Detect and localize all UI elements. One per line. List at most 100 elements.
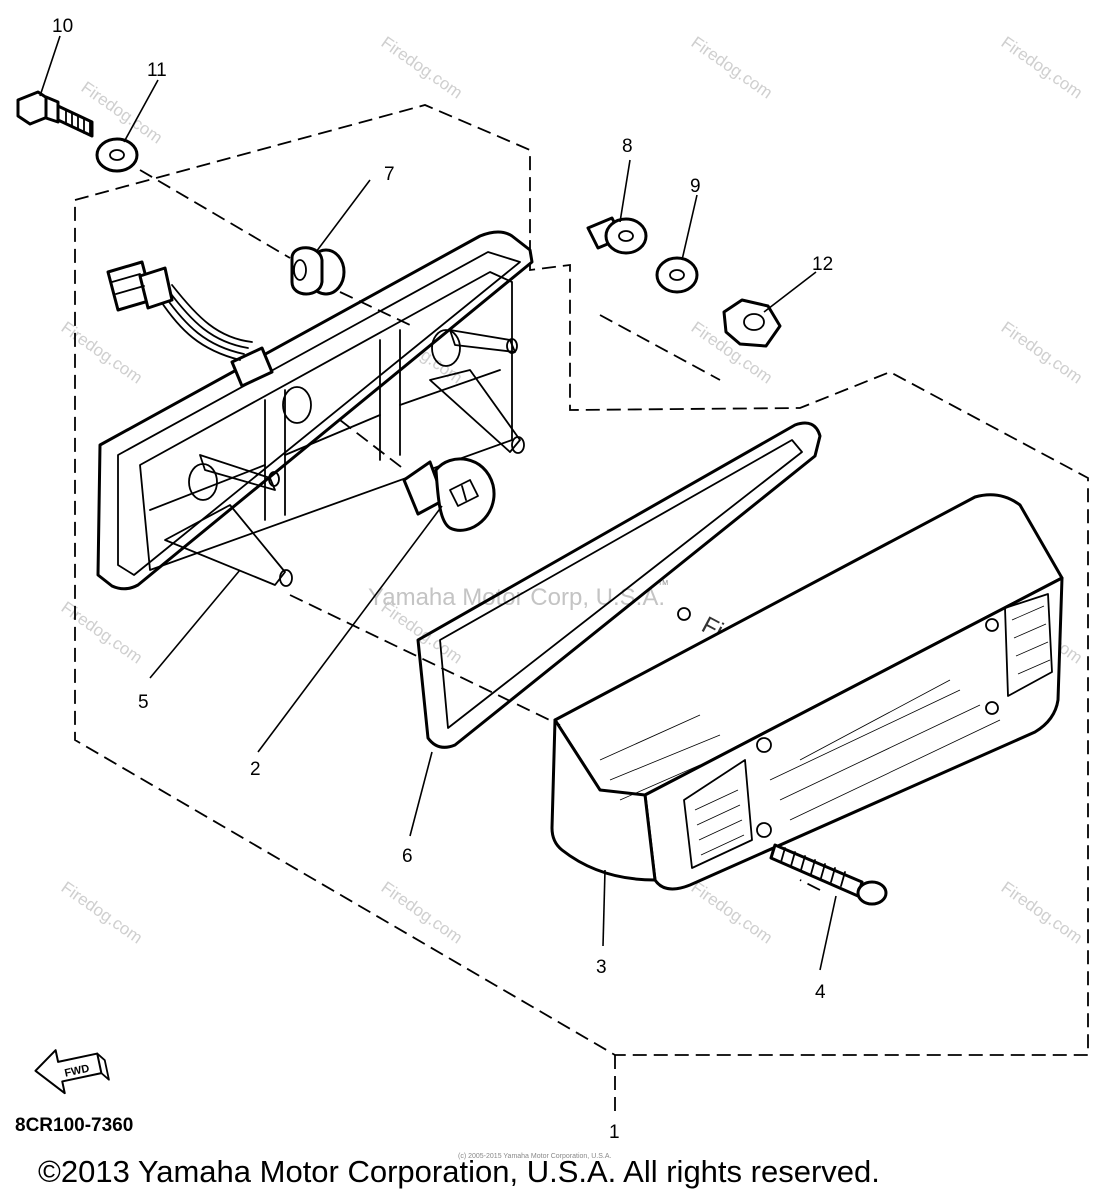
lens-screw-hole bbox=[985, 618, 999, 632]
socket-center bbox=[282, 386, 312, 424]
watermark-text: Firedog.com bbox=[58, 598, 146, 668]
watermark-text: Firedog.com bbox=[998, 878, 1086, 948]
centerline bbox=[599, 314, 721, 381]
callout-6: 6 bbox=[402, 846, 413, 867]
gasket-locator bbox=[677, 607, 691, 621]
washer-hole bbox=[669, 269, 685, 281]
taillight-housing bbox=[96, 230, 534, 591]
watermark-text: Firedog.com bbox=[378, 33, 466, 103]
nut-part bbox=[722, 298, 782, 348]
washer-part bbox=[655, 256, 699, 294]
callout-1: 1 bbox=[609, 1122, 620, 1143]
stud-tip bbox=[268, 471, 280, 487]
housing-divider-1 bbox=[264, 389, 286, 521]
socket-right bbox=[431, 329, 461, 367]
watermark-text: Firedog.com bbox=[998, 33, 1086, 103]
leader-11 bbox=[123, 79, 159, 143]
flange-bolt-part bbox=[16, 90, 94, 138]
assembly-centerlines bbox=[139, 169, 821, 891]
stud-tip bbox=[511, 436, 525, 454]
collar-flange bbox=[604, 217, 648, 255]
copyright-notice: ©2013 Yamaha Motor Corporation, U.S.A. A… bbox=[38, 1154, 880, 1189]
diagram-part-number: 8CR100-7360 bbox=[15, 1115, 133, 1136]
centerline bbox=[339, 419, 406, 471]
leader-9 bbox=[681, 194, 698, 261]
leader-12 bbox=[763, 271, 817, 313]
connector-plug bbox=[138, 266, 174, 310]
lens-screw-hole bbox=[985, 701, 999, 715]
gasket-inner bbox=[439, 439, 803, 729]
wiring-harness bbox=[106, 260, 253, 361]
centerline bbox=[339, 291, 411, 326]
callout-12: 12 bbox=[812, 254, 833, 275]
grommet-part bbox=[290, 246, 346, 296]
gasket-outer bbox=[416, 421, 822, 749]
housing-inner-cavity bbox=[139, 271, 513, 571]
leader-3 bbox=[602, 869, 606, 947]
forward-arrow: FWD bbox=[34, 1049, 110, 1095]
fwd-label: FWD bbox=[63, 1063, 90, 1080]
watermark-text: Firedog.com bbox=[58, 318, 146, 388]
wire-boss bbox=[230, 346, 274, 388]
collar-hole bbox=[618, 230, 634, 242]
washer-outer bbox=[655, 256, 699, 294]
watermark-text: Firedog.com bbox=[58, 878, 146, 948]
lens-reflector-left bbox=[683, 759, 753, 869]
callout-leaders bbox=[39, 35, 837, 971]
callout-4: 4 bbox=[815, 982, 826, 1003]
watermark-text: Firedog.com bbox=[998, 318, 1086, 388]
gasket-part bbox=[416, 421, 822, 749]
harness-wire bbox=[167, 289, 249, 349]
bolt-thread bbox=[65, 109, 91, 136]
nut-hole bbox=[743, 313, 765, 331]
connector-latch bbox=[111, 273, 145, 295]
centerline bbox=[799, 879, 821, 891]
washer-hole bbox=[109, 149, 125, 161]
watermark-text: Firedog.com bbox=[688, 33, 776, 103]
watermark-text: Firedog.com bbox=[688, 878, 776, 948]
stud-mid bbox=[199, 454, 276, 491]
grommet-body bbox=[290, 246, 324, 296]
callout-9: 9 bbox=[690, 176, 701, 197]
harness-wire bbox=[159, 299, 241, 361]
lens-left-face bbox=[550, 718, 657, 882]
bulb-part bbox=[402, 457, 496, 532]
leader-10 bbox=[39, 35, 61, 97]
leader-5 bbox=[149, 569, 241, 679]
callout-8: 8 bbox=[622, 136, 633, 157]
grommet-hole bbox=[293, 259, 307, 281]
stud-tip bbox=[279, 569, 293, 587]
bolt-shank bbox=[56, 104, 94, 138]
harness-wire bbox=[163, 294, 245, 355]
stud-tip bbox=[506, 338, 518, 354]
leader-4 bbox=[819, 895, 837, 971]
lens-screw-hole bbox=[756, 822, 772, 838]
lens-part bbox=[550, 493, 1064, 891]
housing-divider-2 bbox=[379, 329, 401, 461]
housing-inner-rim bbox=[117, 251, 521, 576]
fwd-arrow-shape bbox=[34, 1049, 103, 1095]
washer-part bbox=[95, 137, 139, 173]
washer-outer bbox=[95, 137, 139, 173]
watermark-tiny-text: (c) 2005-2015 Yamaha Motor Corporation, … bbox=[458, 1153, 611, 1160]
bulb-filament bbox=[449, 479, 479, 507]
fwd-arrow-depth bbox=[96, 1052, 110, 1081]
nut-body bbox=[722, 298, 782, 348]
assembly-boundary bbox=[74, 104, 1089, 1115]
screw-head bbox=[856, 880, 888, 906]
screw-thread bbox=[780, 847, 846, 887]
leader-8 bbox=[619, 159, 631, 223]
stud-lower-left bbox=[164, 504, 286, 586]
leader-6 bbox=[409, 751, 433, 837]
callout-2: 2 bbox=[250, 759, 261, 780]
bolt-flange bbox=[44, 95, 60, 124]
callout-labels: 10 11 7 8 9 12 5 2 6 3 4 1 bbox=[52, 16, 833, 1143]
collar-part bbox=[586, 216, 648, 255]
screw-part bbox=[769, 843, 888, 906]
lens-reflector-right bbox=[1004, 593, 1053, 697]
harness-wire bbox=[171, 284, 253, 343]
callout-7: 7 bbox=[384, 164, 395, 185]
leader-7 bbox=[315, 179, 371, 253]
watermark-tm: TM bbox=[658, 580, 668, 587]
